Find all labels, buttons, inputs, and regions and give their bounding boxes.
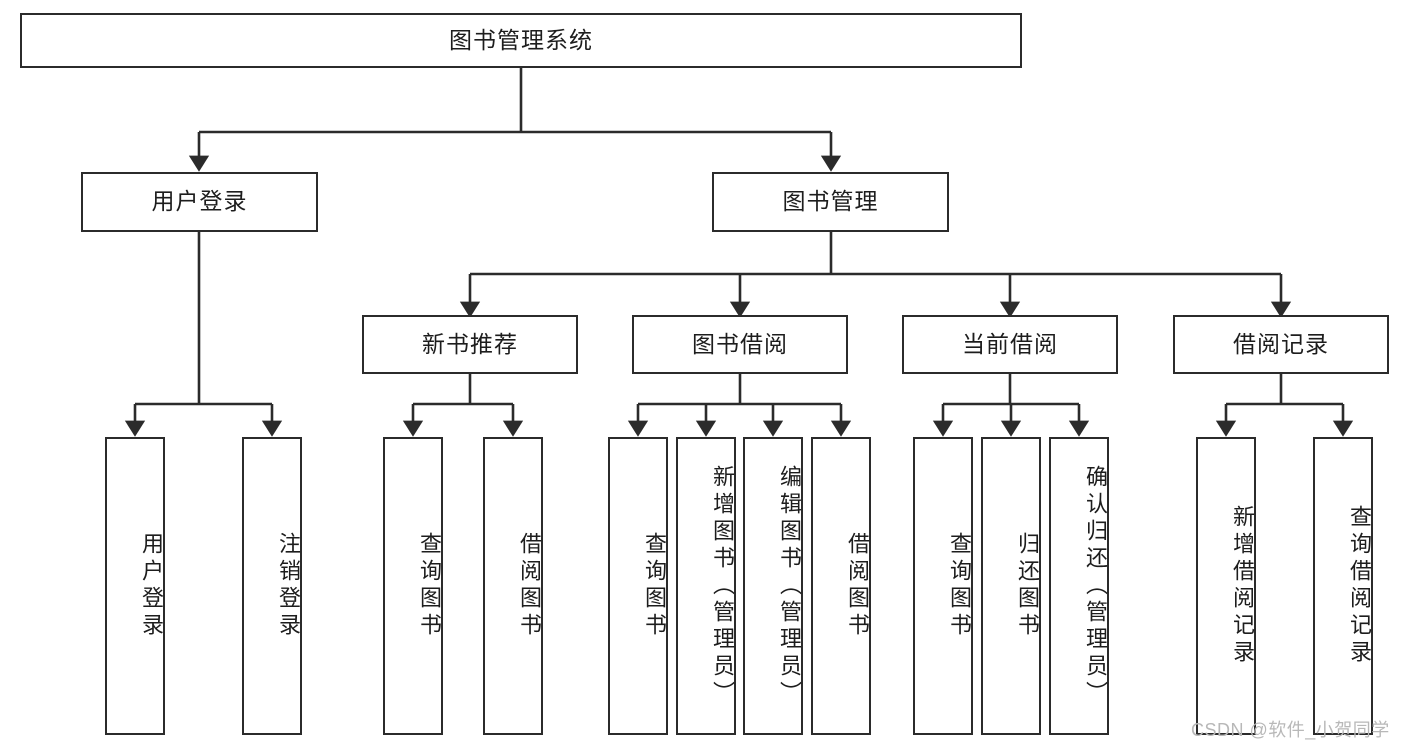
node-label: 用户登录 [139, 532, 164, 640]
node-leaf-add-book[interactable]: 新增图书（管理员） [676, 437, 736, 735]
node-current-borrow[interactable]: 当前借阅 [902, 315, 1118, 374]
node-label: 图书管理 [782, 188, 879, 215]
node-leaf-logout[interactable]: 注销登录 [242, 437, 302, 735]
node-label: 编辑图书（管理员） [777, 464, 802, 708]
node-leaf-query-record[interactable]: 查询借阅记录 [1313, 437, 1373, 735]
node-leaf-edit-book[interactable]: 编辑图书（管理员） [743, 437, 803, 735]
node-book-manage[interactable]: 图书管理 [712, 172, 949, 232]
node-label: 新增图书（管理员） [710, 464, 735, 708]
node-label: 用户登录 [151, 188, 248, 215]
node-root-system[interactable]: 图书管理系统 [20, 13, 1022, 68]
node-label: 查询图书 [642, 532, 667, 640]
node-label: 注销登录 [276, 532, 301, 640]
node-label: 查询图书 [417, 532, 442, 640]
node-borrow-record[interactable]: 借阅记录 [1173, 315, 1389, 374]
node-label: 新增借阅记录 [1230, 505, 1255, 667]
node-label: 当前借阅 [962, 330, 1058, 357]
node-label: 归还图书 [1015, 532, 1040, 640]
node-leaf-borrow-book-2[interactable]: 借阅图书 [811, 437, 871, 735]
node-label: 查询借阅记录 [1347, 505, 1372, 667]
node-new-book-recommend[interactable]: 新书推荐 [362, 315, 578, 374]
node-label: 借阅图书 [517, 532, 542, 640]
node-leaf-query-book-3[interactable]: 查询图书 [913, 437, 973, 735]
node-leaf-query-book-1[interactable]: 查询图书 [383, 437, 443, 735]
node-leaf-query-book-2[interactable]: 查询图书 [608, 437, 668, 735]
node-leaf-add-record[interactable]: 新增借阅记录 [1196, 437, 1256, 735]
node-label: 确认归还（管理员） [1083, 464, 1108, 708]
node-leaf-user-login[interactable]: 用户登录 [105, 437, 165, 735]
node-book-borrow[interactable]: 图书借阅 [632, 315, 848, 374]
node-label: 图书借阅 [692, 330, 788, 357]
node-label: 图书管理系统 [449, 26, 593, 53]
csdn-watermark: CSDN @软件_小贺同学 [1191, 720, 1390, 740]
node-label: 借阅记录 [1233, 330, 1329, 357]
node-leaf-confirm-return[interactable]: 确认归还（管理员） [1049, 437, 1109, 735]
node-label: 查询图书 [947, 532, 972, 640]
node-label: 借阅图书 [845, 532, 870, 640]
node-leaf-borrow-book-1[interactable]: 借阅图书 [483, 437, 543, 735]
node-user-login[interactable]: 用户登录 [81, 172, 318, 232]
node-label: 新书推荐 [422, 330, 518, 357]
node-leaf-return-book[interactable]: 归还图书 [981, 437, 1041, 735]
